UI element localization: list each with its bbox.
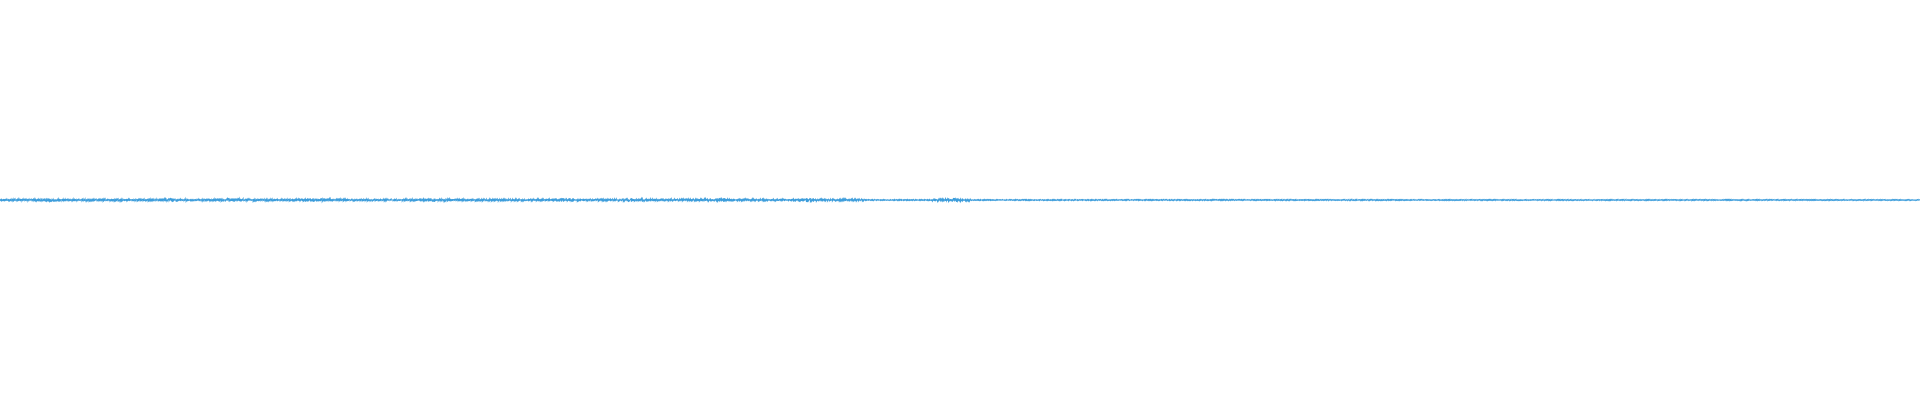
waveform-trace (0, 196, 1920, 204)
